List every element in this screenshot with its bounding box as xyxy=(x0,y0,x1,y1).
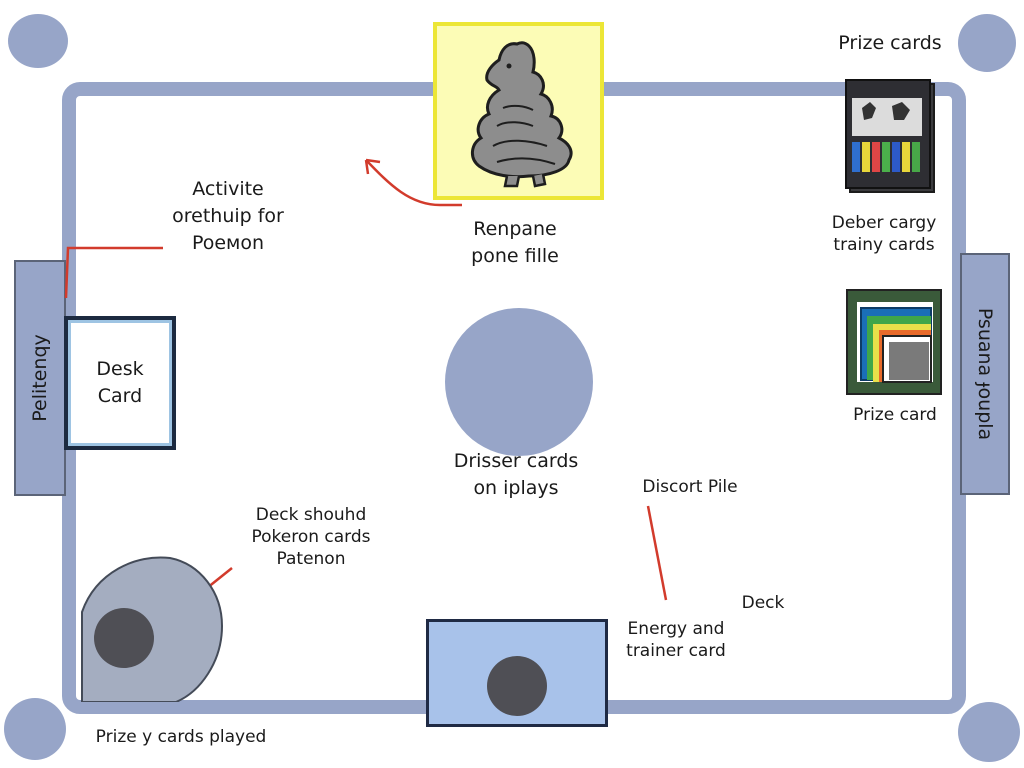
drisser-line-2: on iplays xyxy=(473,477,559,499)
active-line-1: Activite xyxy=(192,178,264,200)
active-pokemon-card xyxy=(433,22,604,200)
energy-line-2: trainer card xyxy=(626,641,726,661)
deck-shound-line-1: Deck shouhd xyxy=(255,505,367,525)
prize-cards-text: Prize cards xyxy=(838,32,942,54)
label-deck: Deck xyxy=(728,592,798,614)
active-line-3: Poемon xyxy=(191,232,265,254)
desk-card-line-1: Desk xyxy=(96,358,144,380)
renpane-line-1: Renpane xyxy=(473,218,557,240)
left-side-bar: Pelitenqy xyxy=(14,260,66,496)
right-bar-label: Psuana ɟoupla xyxy=(974,307,996,441)
deber-line-2: trainy cards xyxy=(833,235,935,255)
discort-text: Discort Pile xyxy=(642,477,738,497)
deber-line-1: Deber cargy xyxy=(831,213,937,233)
gray-creature-icon xyxy=(471,41,573,188)
label-prize-cards: Prize cards xyxy=(820,30,960,57)
layered-cards-icon xyxy=(846,289,942,395)
drisser-line-1: Drisser cards xyxy=(453,450,579,472)
label-deber: Deber cargy trainy cards xyxy=(814,212,954,256)
label-energy: Energy and trainer card xyxy=(616,618,736,662)
corner-oval-bottom-right xyxy=(958,702,1020,762)
prize-card-text: Prize card xyxy=(853,405,937,425)
corner-oval-bottom-left xyxy=(4,698,66,760)
label-prize-played: Prize y cards played xyxy=(86,726,276,748)
corner-oval-top-left xyxy=(8,14,68,68)
desk-card-line-2: Card xyxy=(97,385,143,407)
corner-oval-top-right xyxy=(958,14,1016,72)
active-line-2: orethuip for xyxy=(172,205,284,227)
label-deck-shound: Deck shouhd Pokeron cards Patenon xyxy=(240,504,382,570)
label-renpane: Renpane pone fille xyxy=(440,216,590,270)
prize-played-text: Prize y cards played xyxy=(95,727,267,747)
energy-trainer-card xyxy=(426,619,608,727)
deck-shound-line-3: Patenon xyxy=(276,549,346,569)
deck-text: Deck xyxy=(741,593,785,613)
label-discort: Discort Pile xyxy=(630,476,750,498)
desk-card: Desk Card xyxy=(64,316,176,450)
label-prize-card: Prize card xyxy=(835,404,955,426)
left-bar-label: Pelitenqy xyxy=(29,334,52,422)
energy-line-1: Energy and xyxy=(627,619,725,639)
label-drisser: Drisser cards on iplays xyxy=(430,448,602,502)
card-dot xyxy=(487,656,547,716)
deck-disc xyxy=(81,556,224,702)
label-active-pokemon: Activite orethuip for Poемon xyxy=(160,176,296,257)
prize-card-stack-icon xyxy=(845,79,935,193)
right-side-bar: Psuana ɟoupla xyxy=(960,253,1010,495)
renpane-line-2: pone fille xyxy=(471,245,559,267)
center-circle xyxy=(445,308,593,456)
deck-shound-line-2: Pokeron cards xyxy=(251,527,371,547)
